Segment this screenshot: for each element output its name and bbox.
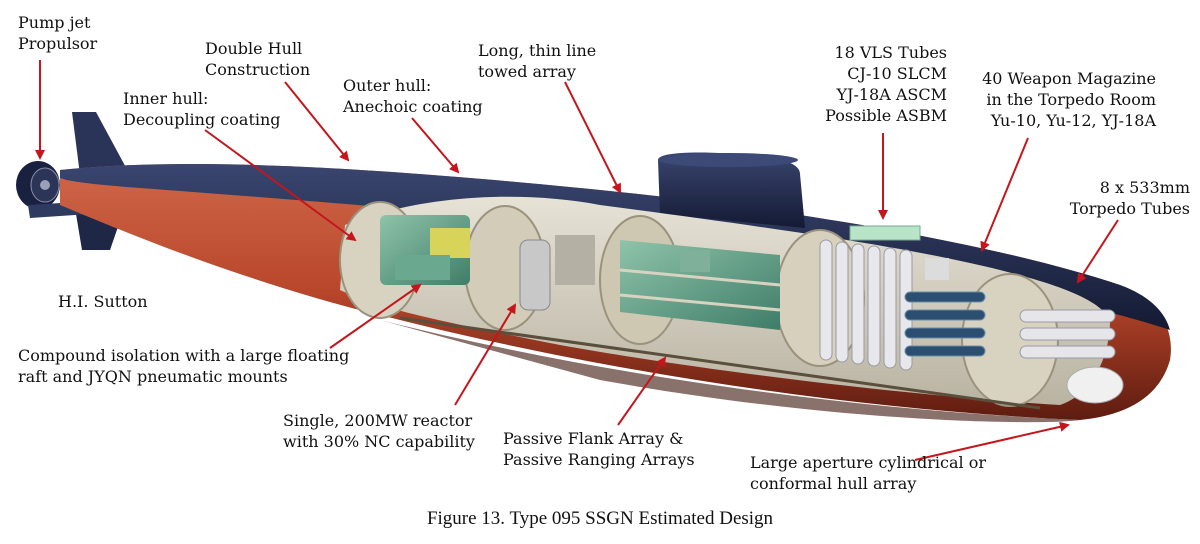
label-conformal-array: Large aperture cylindrical or conformal … xyxy=(750,452,986,494)
label-double-hull: Double Hull Construction xyxy=(205,38,310,80)
label-weapon-magazine: 40 Weapon Magazine in the Torpedo Room Y… xyxy=(950,68,1156,131)
arrow-magazine xyxy=(982,138,1028,250)
label-compound-isolation: Compound isolation with a large floating… xyxy=(18,345,349,387)
label-reactor: Single, 200MW reactor with 30% NC capabi… xyxy=(283,410,475,452)
arrow-towed-array xyxy=(565,82,620,192)
arrow-torpedo-tubes xyxy=(1078,220,1118,282)
label-torpedo-tubes: 8 x 533mm Torpedo Tubes xyxy=(1050,177,1190,219)
label-pump-jet-propulsor: Pump jet Propulsor xyxy=(18,12,97,54)
arrow-double-hull xyxy=(285,82,348,160)
arrow-outer-hull xyxy=(412,118,458,172)
pump-jet-propulsor xyxy=(16,161,60,209)
label-towed-array: Long, thin line towed array xyxy=(478,40,596,82)
label-vls-tubes: 18 VLS Tubes CJ-10 SLCM YJ-18A ASCM Poss… xyxy=(800,42,947,126)
image-credit: H.I. Sutton xyxy=(58,291,148,312)
label-flank-array: Passive Flank Array & Passive Ranging Ar… xyxy=(503,428,695,470)
label-inner-hull: Inner hull: Decoupling coating xyxy=(123,88,281,130)
figure-caption: Figure 13. Type 095 SSGN Estimated Desig… xyxy=(0,508,1200,530)
label-outer-hull: Outer hull: Anechoic coating xyxy=(343,75,483,117)
